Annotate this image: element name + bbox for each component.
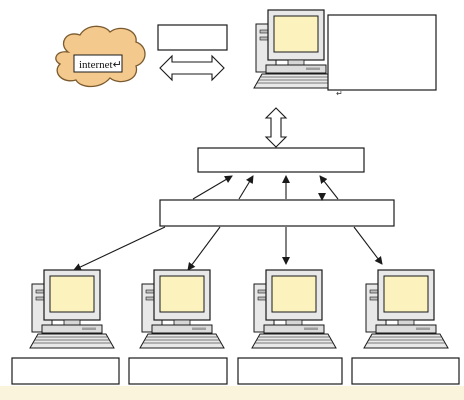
arrow-client-1 [73,226,166,271]
double-headed-arrow-icon [159,54,225,82]
internet-label: internet↵ [79,59,122,71]
cloud-icon: internet↵ [55,25,146,88]
paragraph-return-icon: ↵ [336,89,343,98]
hub-box [159,199,395,227]
switch-box [197,147,365,173]
client-computer-icon-2 [139,269,225,349]
hub-to-switch-arrows [192,175,339,200]
hub-to-clients-arrows [73,226,383,271]
client-computer-icon-1 [29,269,115,349]
gateway-box [157,24,228,51]
internet-label-box [73,54,123,73]
arrow-hub-switch-4 [319,175,339,200]
server-computer-icon [253,9,339,89]
client-label-box-4 [351,357,460,385]
arrow-hub-switch-1 [192,175,233,200]
vertical-double-arrow-icon [264,107,288,148]
arrow-client-4 [353,226,383,265]
arrow-hub-switch-2 [238,175,254,200]
client-label-box-1 [11,357,120,385]
server-description-box [327,14,437,91]
client-label-box-3 [237,357,343,385]
arrow-client-2 [187,226,221,271]
client-computer-icon-4 [363,269,449,349]
footer-band [0,386,464,400]
client-computer-icon-3 [251,269,337,349]
client-label-box-2 [128,357,228,385]
